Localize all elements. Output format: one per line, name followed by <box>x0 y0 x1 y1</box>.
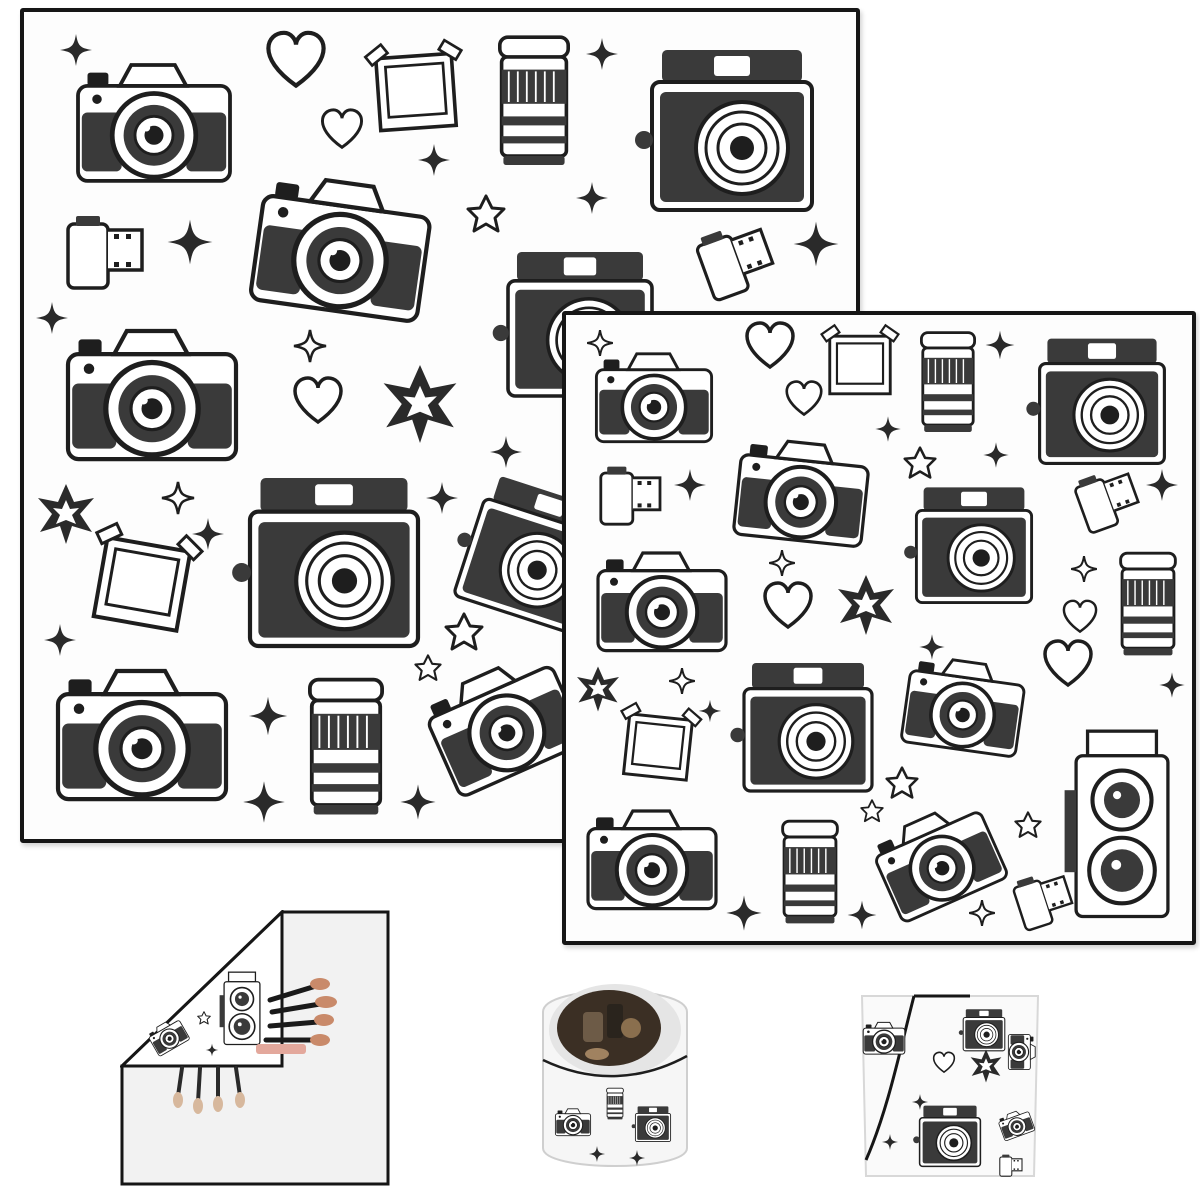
photo-frame-icon <box>613 700 704 783</box>
heart-icon <box>320 108 364 149</box>
lens-icon <box>920 331 976 434</box>
dslr-camera-icon <box>419 648 585 798</box>
drawstring-pouch-thumbnail[interactable] <box>533 972 697 1178</box>
dslr-camera-icon <box>594 351 714 444</box>
film-roll-icon <box>66 214 144 290</box>
star-icon <box>860 799 884 823</box>
lens-icon <box>781 819 839 925</box>
small-cloth <box>562 311 1196 945</box>
instant-camera-icon <box>633 48 814 212</box>
lens-icon <box>497 35 571 167</box>
sparkle-icon <box>400 784 436 820</box>
sparkle-icon <box>726 895 762 931</box>
sparkle-icon <box>292 328 328 364</box>
burst-icon <box>38 484 94 544</box>
heart-icon <box>268 33 323 86</box>
sparkle-icon <box>60 34 92 66</box>
instant-camera-icon <box>902 485 1034 605</box>
sparkle-icon <box>426 482 458 514</box>
sparkle-icon <box>418 144 450 176</box>
sparkle-icon <box>248 696 288 736</box>
sparkle-icon <box>793 221 839 267</box>
dslr-camera-icon <box>68 331 236 459</box>
sparkle-icon <box>968 899 996 927</box>
sparkle-icon <box>586 38 618 70</box>
heart-icon <box>785 380 823 416</box>
sparkle-icon <box>36 302 68 334</box>
lens-icon <box>606 1087 624 1120</box>
dslr-camera-icon <box>733 437 871 547</box>
sparkle-icon <box>586 329 614 357</box>
dslr-camera-icon <box>78 65 230 181</box>
twin-lens-camera-icon <box>218 971 261 1046</box>
instant-camera-icon <box>1024 337 1166 465</box>
folded-cloth-thumbnail[interactable] <box>120 910 392 1188</box>
camera-pattern <box>577 321 1185 933</box>
dslr-camera-icon <box>250 172 434 322</box>
dslr-camera-icon <box>588 811 716 909</box>
burst-icon <box>383 365 457 443</box>
dslr-camera-icon <box>898 652 1029 760</box>
heart-icon <box>1043 639 1093 687</box>
sparkle-icon <box>985 330 1015 360</box>
pouch-image <box>542 984 688 1167</box>
sparkle-icon <box>490 436 522 468</box>
heart-icon <box>293 376 343 424</box>
burst-icon <box>577 666 619 712</box>
star-icon <box>414 654 442 681</box>
wrap-image <box>860 994 1040 1177</box>
sparkle-icon <box>160 480 196 516</box>
sparkle-icon <box>919 634 945 660</box>
folded-cloth-image <box>120 910 390 1186</box>
film-roll-icon <box>691 215 780 303</box>
sparkle-icon <box>674 469 706 501</box>
star-icon <box>903 446 937 479</box>
star-icon <box>1014 811 1042 838</box>
film-roll-icon <box>1009 865 1078 933</box>
heart-icon <box>1062 599 1098 633</box>
sparkle-icon <box>875 416 901 442</box>
star-icon <box>885 766 919 799</box>
instant-camera-icon <box>728 661 874 793</box>
burst-icon <box>838 575 894 635</box>
lens-icon <box>307 677 385 817</box>
sparkle-icon <box>243 781 285 823</box>
dslr-camera-icon <box>58 671 226 799</box>
film-roll-icon <box>599 465 662 526</box>
lens-icon <box>1119 551 1177 657</box>
photo-frame-icon <box>80 518 207 635</box>
sparkle-icon <box>983 442 1009 468</box>
heart-icon <box>745 321 795 369</box>
pouch-contents <box>583 1004 641 1060</box>
dslr-camera-icon <box>866 794 1011 926</box>
dslr-camera-icon <box>598 553 726 651</box>
sparkle-icon <box>668 667 696 695</box>
film-roll-icon <box>1070 462 1145 535</box>
sparkle-icon <box>1146 469 1178 501</box>
photo-frame-icon <box>362 37 469 134</box>
instant-camera-icon <box>232 478 418 646</box>
sparkle-icon <box>847 900 877 930</box>
sparkle-icon <box>768 549 796 577</box>
sparkle-icon <box>576 182 608 214</box>
sparkle-icon <box>167 219 213 265</box>
sparkle-icon <box>1159 672 1185 698</box>
sparkle-icon <box>44 624 76 656</box>
sparkle-icon <box>1070 555 1098 583</box>
makeup-brushes <box>173 978 337 1114</box>
star-icon <box>444 612 484 651</box>
heart-icon <box>763 581 813 629</box>
twin-lens-camera-icon <box>1065 731 1168 916</box>
photo-frame-icon <box>820 323 900 396</box>
star-icon <box>466 194 506 233</box>
wrap-thumbnail[interactable] <box>860 990 1040 1180</box>
